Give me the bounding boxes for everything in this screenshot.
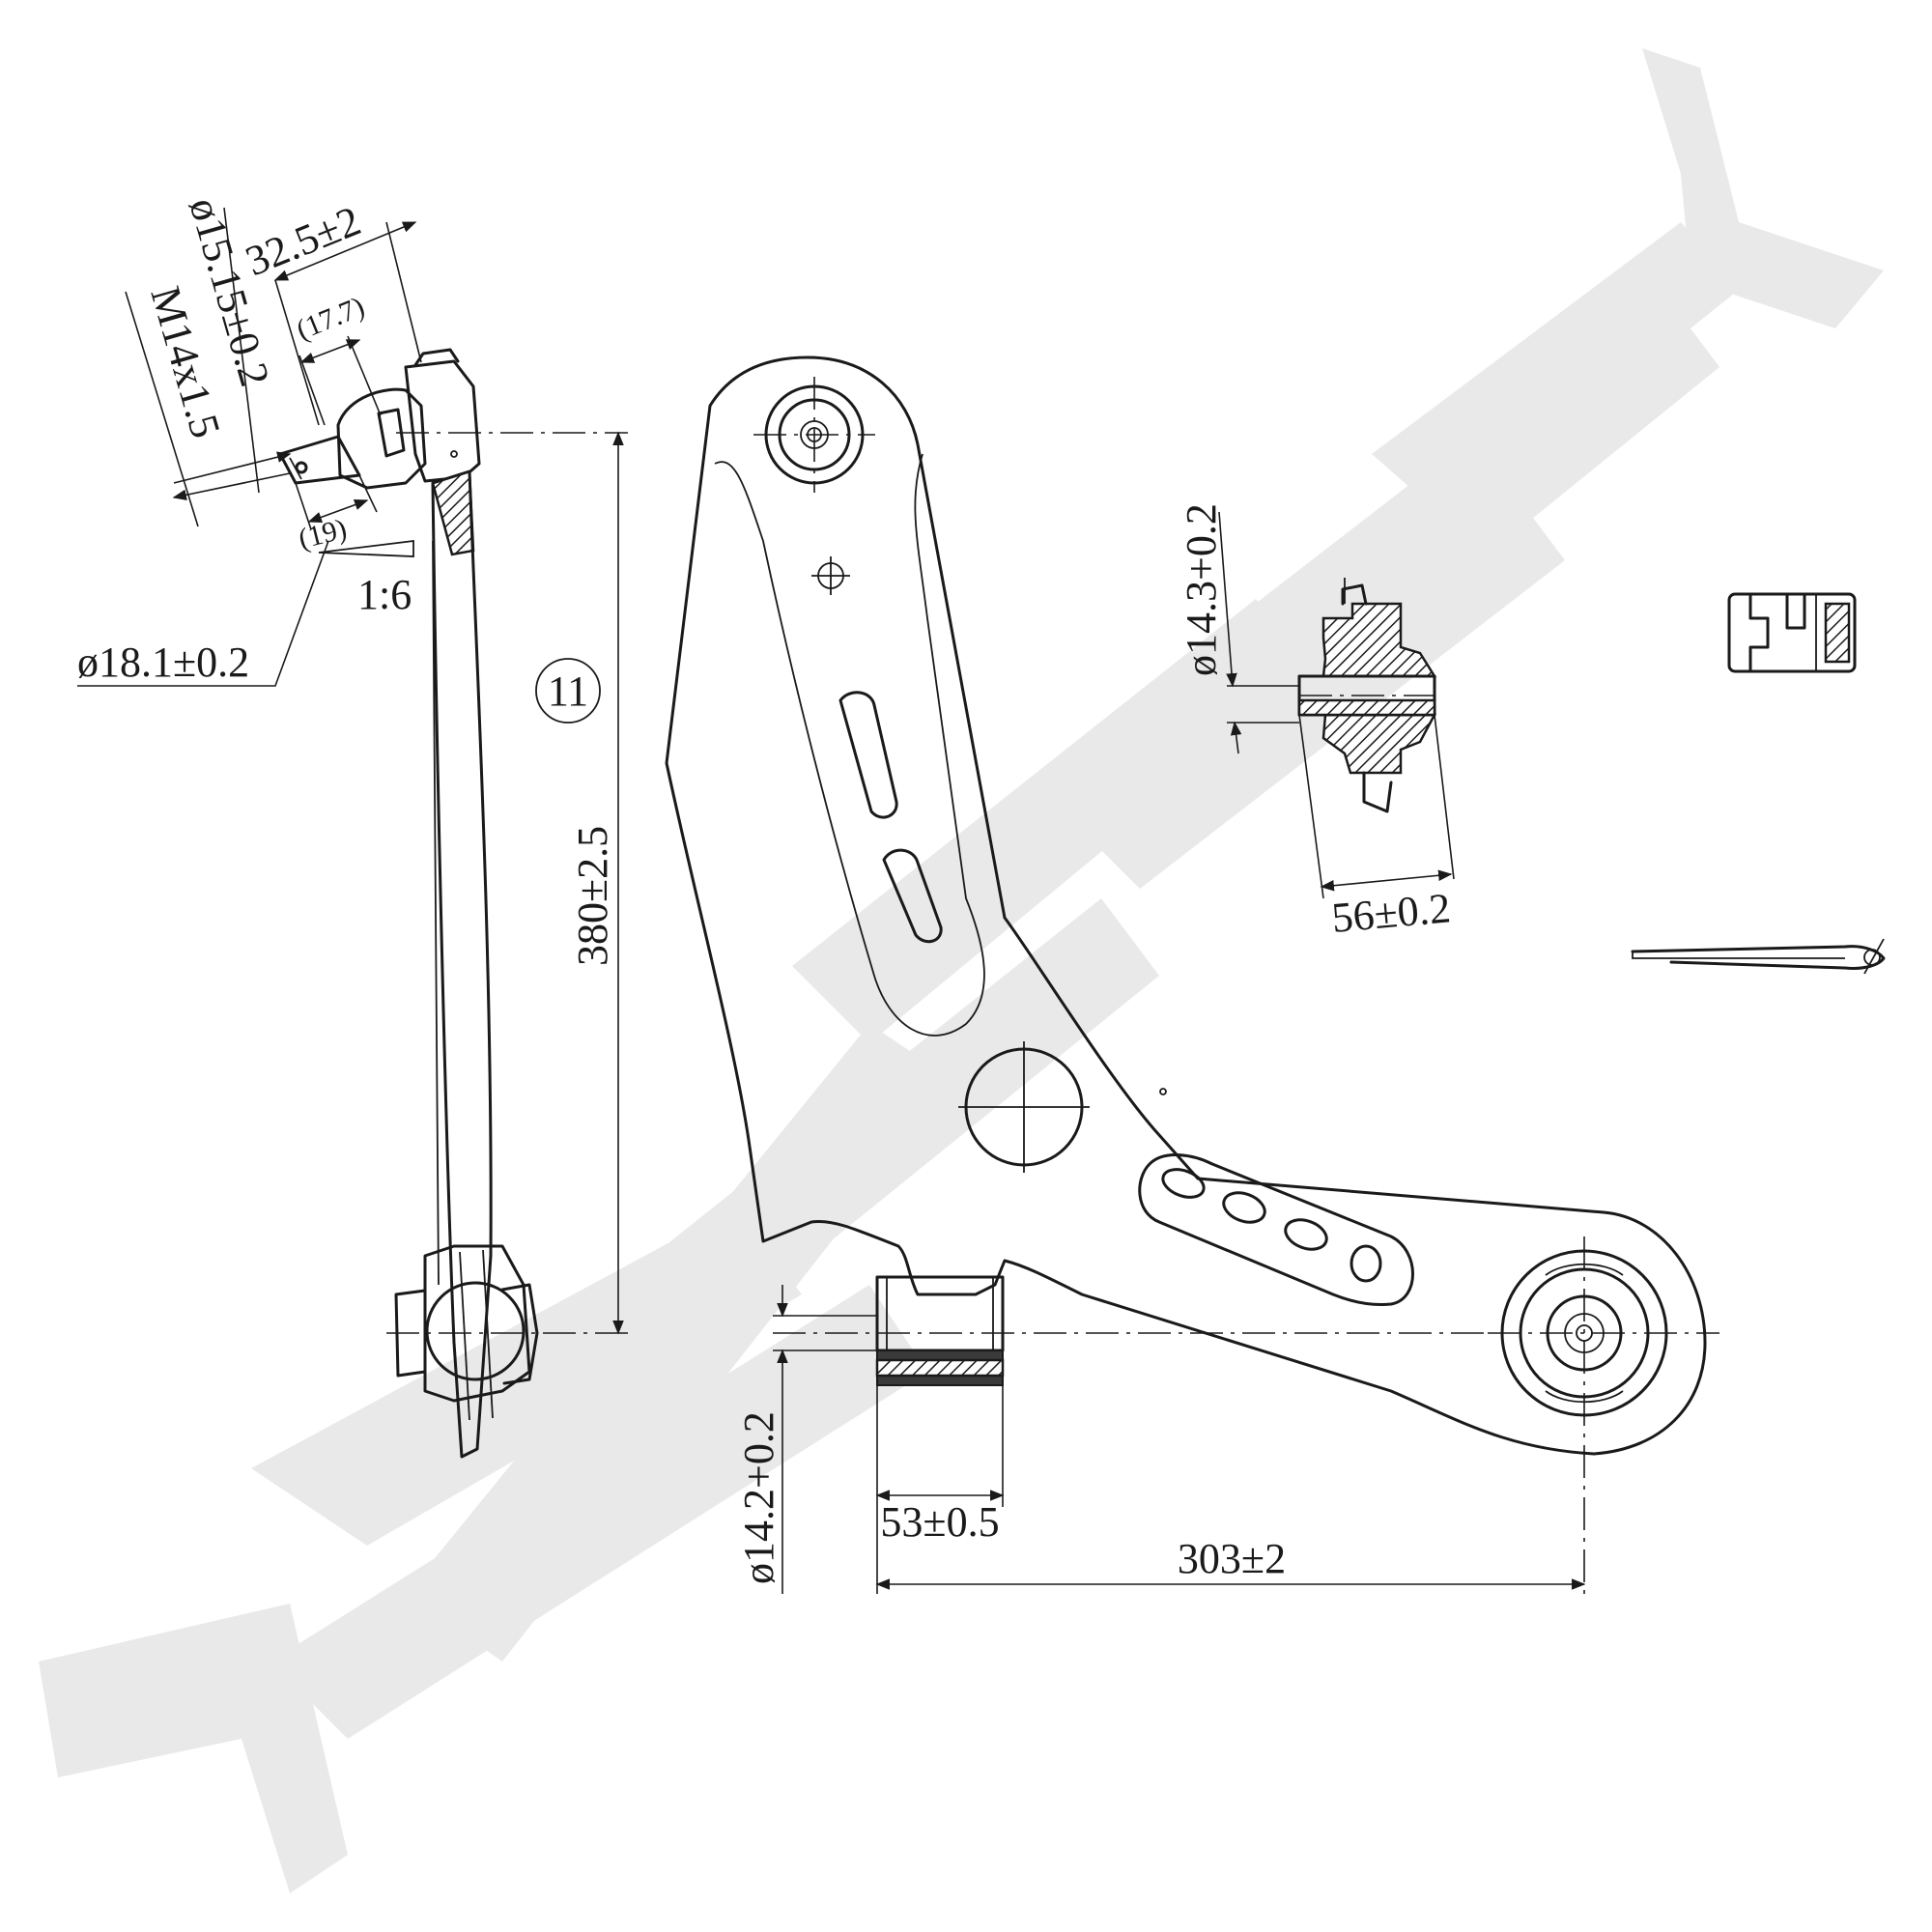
- extension-line: [385, 221, 422, 363]
- dim-line: [173, 451, 292, 484]
- ball-joint-stud: [278, 435, 361, 485]
- extension-line: [295, 482, 312, 530]
- ball-joint-center-dot: [450, 450, 458, 458]
- bushing-detail-view: ø14.3+0.2 56±0.2: [1178, 503, 1455, 942]
- dim-line: [1320, 869, 1453, 892]
- ball-joint-socket: [377, 408, 406, 458]
- bushing-detail-bracket: [1341, 583, 1368, 606]
- control-arm-outline: [665, 355, 1707, 1456]
- ball-joint-dimensions: 32.5±2 (17.7) ø15.15±0.2 M14x1.5 (19) 1:…: [77, 192, 422, 687]
- side-view: 380±2.5 11: [386, 431, 628, 1459]
- watermark-stroke: [792, 599, 1314, 1043]
- extension-line: [1298, 714, 1324, 899]
- dim-line: [172, 472, 291, 500]
- ball-joint-arm-section: [431, 469, 475, 556]
- dim-ball-joint-shoulder: (19): [296, 513, 350, 555]
- dim-arm-bushing-width: 53±0.5: [880, 1498, 999, 1546]
- side-view-bushing-sleeve: [482, 1249, 494, 1419]
- bushing-detail-upper-rubber: [1321, 602, 1437, 678]
- bushing-detail-lower-rubber: [1321, 713, 1437, 775]
- cotter-pin-leg: [1632, 952, 1845, 959]
- watermark-logo: [39, 48, 1884, 1893]
- ball-joint-housing: [336, 387, 427, 490]
- extension-line: [1434, 714, 1455, 880]
- dim-line: [1230, 721, 1242, 754]
- dim-ball-joint-inner-length: (17.7): [292, 291, 369, 347]
- control-arm-flange-edge: [714, 453, 985, 1037]
- dim-line: [307, 499, 369, 523]
- dim-bushing-detail-bore: ø14.3+0.2: [1178, 503, 1225, 676]
- cotter-pin-eye: [1863, 949, 1881, 966]
- extension-line: [347, 335, 382, 416]
- dim-ball-joint-base-diameter: ø18.1±0.2: [77, 639, 249, 686]
- ball-joint-pin-hole: [295, 461, 308, 474]
- watermark-stroke: [1642, 48, 1884, 328]
- control-arm-slot: [838, 691, 898, 819]
- extension-line: [274, 279, 320, 426]
- control-arm-bushing-sleeve: [875, 1358, 1005, 1378]
- dim-ball-joint-length: 32.5±2: [239, 197, 367, 286]
- dim-line: [299, 339, 361, 363]
- castle-nut-section: [1824, 602, 1851, 664]
- part-number-circle: [535, 658, 601, 724]
- control-arm-slot: [882, 848, 943, 944]
- side-view-bushing-sleeve: [459, 1251, 470, 1421]
- watermark-stroke: [39, 1604, 348, 1893]
- control-arm-rib: [1138, 1153, 1414, 1306]
- control-arm-lightening-hole: [1222, 1191, 1266, 1224]
- side-view-arm-edge: [432, 540, 440, 1286]
- dim-bushing-detail-width: 56±0.2: [1330, 884, 1453, 942]
- watermark-stroke: [1372, 222, 1739, 522]
- cotter-pin: [1631, 938, 1886, 975]
- extension-line: [358, 474, 378, 513]
- castle-nut: [1727, 592, 1857, 673]
- control-arm-lightening-hole: [1161, 1168, 1206, 1199]
- ball-joint-view: [278, 348, 481, 556]
- castle-nut-slot: [1748, 592, 1770, 673]
- part-number-label: 11: [548, 668, 588, 715]
- side-view-arm-body: [431, 469, 493, 1459]
- control-arm-lightening-hole: [1284, 1218, 1328, 1251]
- cotter-pin-mark: [1863, 938, 1885, 975]
- cotter-pin-body: [1631, 945, 1886, 970]
- dim-line: [1218, 511, 1237, 688]
- dim-arm-center-distance: 303±2: [1178, 1535, 1286, 1582]
- side-view-bushing: [425, 1281, 526, 1381]
- control-arm-dot: [1159, 1088, 1167, 1095]
- castle-nut-slot: [1785, 592, 1806, 630]
- bushing-detail-sleeve-wall: [1297, 698, 1436, 717]
- side-view-bushing-flange: [394, 1289, 427, 1378]
- watermark-stroke: [580, 898, 1159, 1381]
- castle-nut-body: [1727, 592, 1857, 673]
- control-arm-dimensions: ø14.2+0.2 53±0.5 303±2: [735, 1285, 1586, 1594]
- taper-symbol: [318, 539, 414, 557]
- ball-joint-mount: [404, 359, 481, 483]
- dim-side-view-height: 380±2.5: [569, 826, 616, 966]
- dim-line: [273, 221, 417, 281]
- bushing-detail-bracket: [1362, 771, 1393, 813]
- dim-line: [125, 291, 199, 527]
- ball-joint-flange: [413, 348, 460, 367]
- side-view-bushing-cap: [500, 1283, 539, 1385]
- control-arm-view: [665, 355, 1719, 1594]
- dim-arm-bushing-bore: ø14.2+0.2: [735, 1411, 782, 1584]
- leader-line: [77, 540, 329, 687]
- extension-line: [298, 355, 326, 426]
- dim-line: [223, 207, 260, 494]
- control-arm-lightening-hole: [1350, 1244, 1382, 1283]
- dim-ball-joint-taper-ratio: 1:6: [357, 571, 412, 618]
